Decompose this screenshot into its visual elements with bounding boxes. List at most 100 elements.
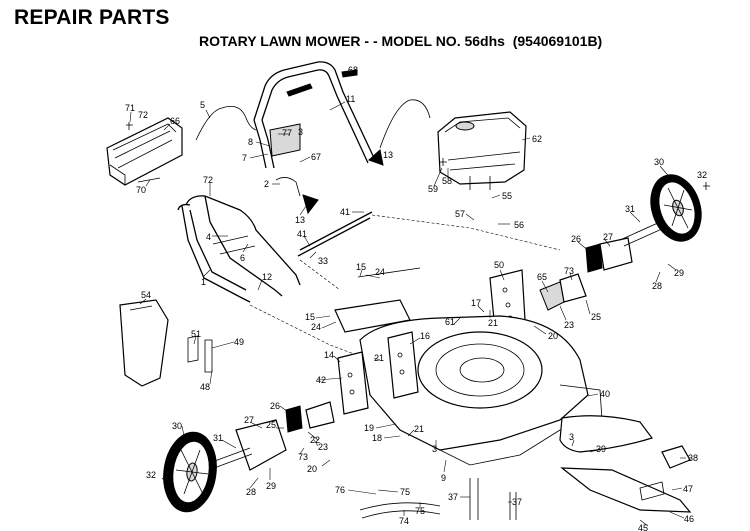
callout-21: 21 [488, 318, 498, 328]
callout-32: 32 [697, 170, 707, 180]
control-cable-5-part [195, 105, 257, 141]
callout-3: 3 [298, 127, 303, 137]
callout-30: 30 [654, 157, 664, 167]
callout-59: 59 [428, 184, 438, 194]
callout-75: 75 [415, 506, 425, 516]
callout-28: 28 [652, 281, 662, 291]
callout-74: 74 [399, 516, 409, 526]
lower-handle-part [177, 195, 301, 303]
callout-15: 15 [356, 262, 366, 272]
callout-14: 14 [324, 350, 334, 360]
callout-20: 20 [307, 464, 317, 474]
callout-19: 19 [364, 423, 374, 433]
callout-58: 58 [442, 176, 452, 186]
callout-7: 7 [242, 153, 247, 163]
callout-77: 77 [282, 128, 292, 138]
callout-67: 67 [311, 152, 321, 162]
callout-8: 8 [248, 137, 253, 147]
callout-13: 13 [383, 150, 393, 160]
callout-2: 2 [264, 179, 269, 189]
callout-62: 62 [532, 134, 542, 144]
upper-handle-part [253, 61, 376, 169]
callout-29: 29 [674, 268, 684, 278]
lever-26a-part [585, 243, 603, 273]
front-wheel-left-part [163, 431, 217, 513]
callout-22: 22 [310, 435, 320, 445]
callout-75: 75 [400, 487, 410, 497]
callout-45: 45 [638, 523, 648, 531]
callout-29: 29 [266, 481, 276, 491]
callout-55: 55 [502, 191, 512, 201]
callout-11: 11 [346, 94, 355, 104]
callout-31: 31 [625, 204, 635, 214]
callout-30: 30 [172, 421, 182, 431]
bracket-27a-part [599, 237, 633, 271]
callout-13: 13 [295, 215, 305, 225]
callout-54: 54 [141, 290, 151, 300]
control-bracket-part [269, 123, 301, 157]
callout-73: 73 [298, 452, 308, 462]
callout-26: 26 [270, 401, 280, 411]
rear-flap-part [119, 299, 169, 387]
callout-24: 24 [311, 322, 321, 332]
callout-42: 42 [316, 375, 326, 385]
callout-18: 18 [372, 433, 382, 443]
callout-labels: 71 72 66 70 5 68 11 8 77 3 7 67 2 13 13 … [125, 65, 707, 531]
bolt-70-part [137, 177, 161, 183]
blade-part [560, 467, 692, 513]
clip-2-part [275, 177, 301, 197]
callout-27: 27 [603, 232, 613, 242]
callout-1: 1 [201, 277, 206, 287]
discharge-chute-part [559, 415, 653, 453]
callout-15: 15 [305, 312, 315, 322]
bolt-59-part [440, 158, 447, 166]
callout-16: 16 [420, 331, 430, 341]
control-cable-11-part [379, 99, 431, 149]
callout-3: 3 [569, 432, 574, 442]
callout-21: 21 [414, 424, 424, 434]
callout-71: 71 [125, 103, 135, 113]
rear-axle-part [299, 211, 373, 251]
screw-71-part [126, 122, 133, 130]
callout-33: 33 [318, 256, 328, 266]
callout-68: 68 [348, 65, 358, 75]
callout-40: 40 [600, 389, 610, 399]
callout-57: 57 [455, 209, 465, 219]
grass-bag-frame-part [106, 117, 183, 186]
callout-26: 26 [571, 234, 581, 244]
callout-46: 46 [684, 514, 694, 524]
callout-72: 72 [203, 175, 213, 185]
callout-21: 21 [374, 353, 384, 363]
callout-23: 23 [564, 320, 574, 330]
callout-41: 41 [297, 229, 307, 239]
callout-5: 5 [200, 100, 205, 110]
callout-65: 65 [537, 272, 547, 282]
callout-20: 20 [548, 331, 558, 341]
callout-39: 39 [596, 444, 606, 454]
callout-50: 50 [494, 260, 504, 270]
callout-25: 25 [591, 312, 601, 322]
callout-3: 3 [432, 444, 437, 454]
callout-9: 9 [441, 473, 446, 483]
model-subtitle: ROTARY LAWN MOWER - - MODEL NO. 56dhs (9… [199, 33, 603, 49]
engine-part [437, 111, 527, 190]
leader-lines [129, 71, 686, 527]
callout-27: 27 [244, 415, 254, 425]
callout-4: 4 [206, 232, 211, 242]
callout-49: 49 [234, 337, 244, 347]
callout-47: 47 [683, 484, 693, 494]
callout-70: 70 [136, 185, 146, 195]
bolt-32a-part [703, 182, 710, 190]
callout-73: 73 [564, 266, 574, 276]
callout-72: 72 [138, 110, 148, 120]
callout-61: 61 [445, 317, 455, 327]
hinge-49-part [187, 335, 199, 363]
height-adjuster-left-part [337, 351, 369, 415]
callout-56: 56 [514, 220, 524, 230]
callout-51: 51 [191, 329, 201, 339]
callout-28: 28 [246, 487, 256, 497]
bracket-22-part [305, 401, 335, 429]
callout-31: 31 [213, 433, 223, 443]
callout-48: 48 [200, 382, 210, 392]
